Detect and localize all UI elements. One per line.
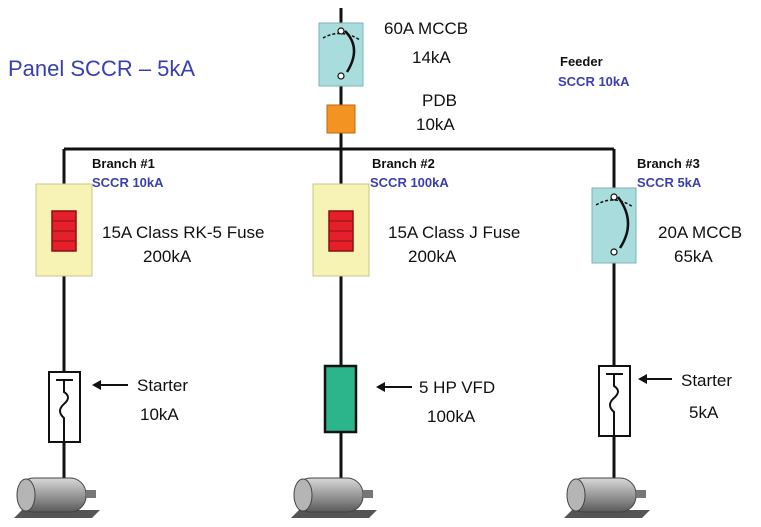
branch-1-controller-kaic: 10kA [140,405,179,424]
arrow-left-icon [638,374,672,384]
feeder-breaker-kaic: 14kA [412,48,451,67]
motor-icon [14,477,100,518]
motor-icon [564,477,650,518]
fuse-icon [35,183,93,277]
branch-2-controller: 5 HP VFD [419,378,495,397]
branch-2-controller-kaic: 100kA [427,407,476,426]
starter-icon [598,365,631,437]
mccb-icon [318,22,364,87]
branch-3-protector-kaic: 65kA [674,247,713,266]
motor-icon [291,477,377,518]
starter-icon [48,371,81,443]
panel-sccr-title: Panel SCCR – 5kA [8,56,195,81]
branch-1-controller: Starter [137,376,188,395]
branch-3-controller: Starter [681,371,732,390]
feeder-heading: Feeder [560,54,603,69]
branch-2-protector-kaic: 200kA [408,247,457,266]
branch-3-protector: 20A MCCB [658,223,742,242]
branch-2-sccr: SCCR 100kA [370,175,449,190]
mccb-icon [591,187,637,264]
vfd-icon [323,364,358,434]
feeder-breaker-rating: 60A MCCB [384,19,468,38]
arrow-left-icon [376,382,412,392]
branch-2-protector: 15A Class J Fuse [388,223,520,242]
branch-1-protector-kaic: 200kA [143,247,192,266]
feeder-sccr: SCCR 10kA [558,74,630,89]
branch-1-heading: Branch #1 [92,156,155,171]
pdb-icon [326,104,356,134]
branch-2-heading: Branch #2 [372,156,435,171]
pdb-label: PDB [422,91,457,110]
branch-3-sccr: SCCR 5kA [637,175,702,190]
branch-1-sccr: SCCR 10kA [92,175,164,190]
branch-3-heading: Branch #3 [637,156,700,171]
branch-1-protector: 15A Class RK-5 Fuse [102,223,265,242]
pdb-kaic: 10kA [416,115,455,134]
branch-3-controller-kaic: 5kA [689,403,719,422]
arrow-left-icon [92,380,128,390]
fuse-icon [312,183,370,277]
